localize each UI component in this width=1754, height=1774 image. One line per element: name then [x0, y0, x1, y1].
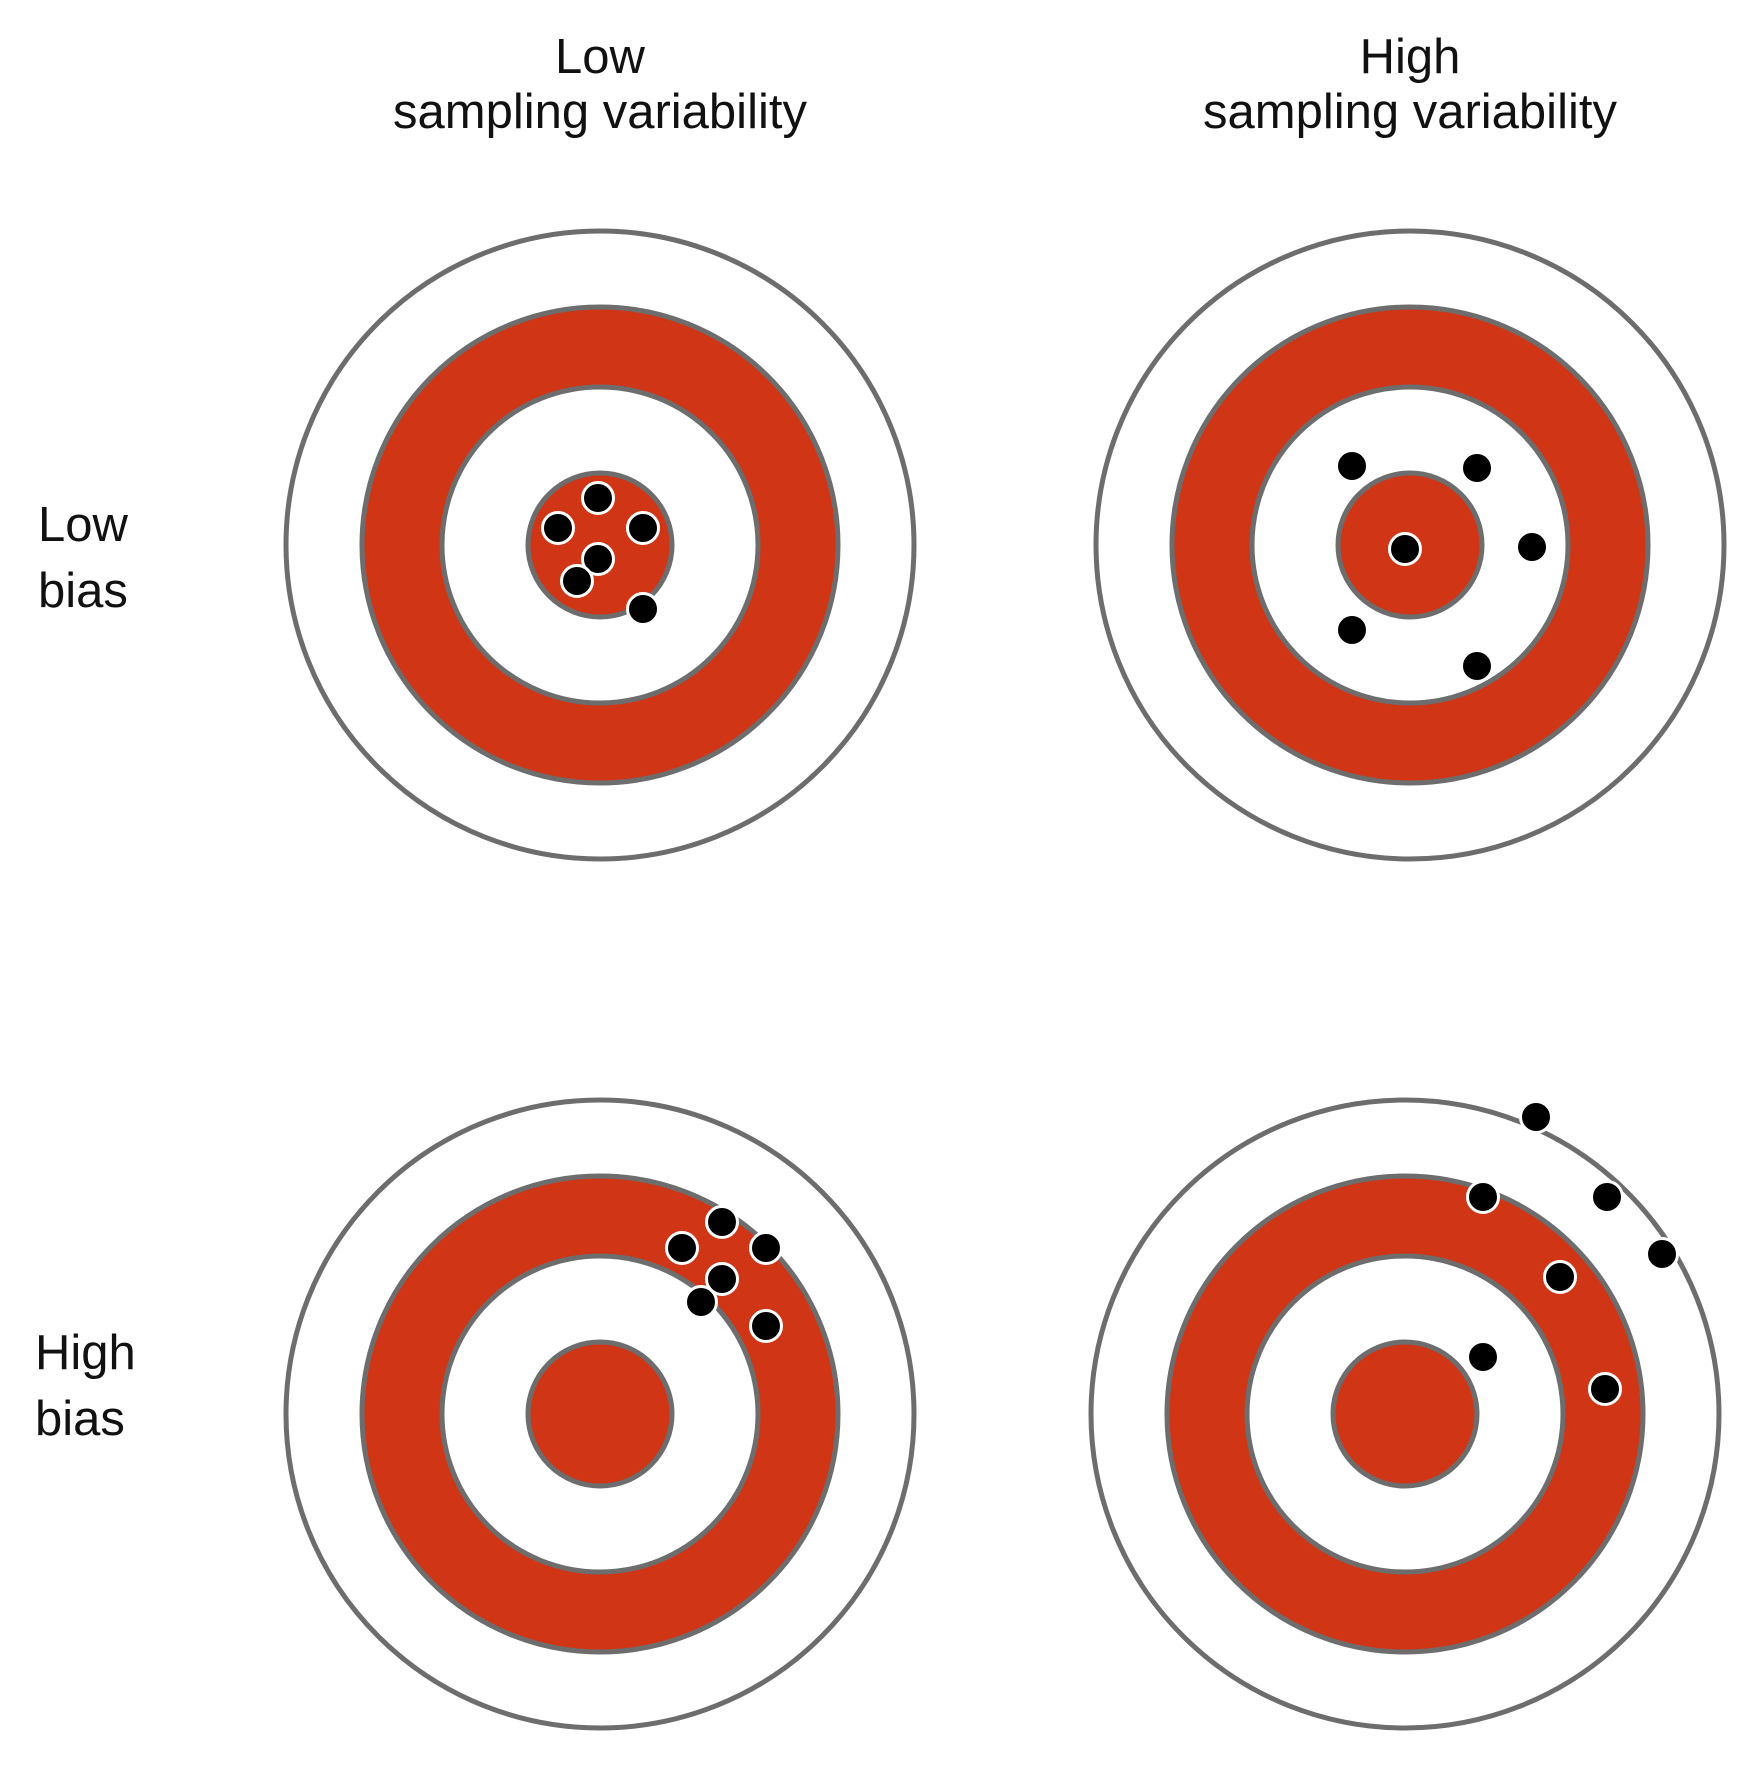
row-label-line1: Low — [38, 498, 129, 552]
sample-dot — [705, 1262, 739, 1296]
sample-dot — [1588, 1372, 1622, 1406]
column-header-low-variability: Low sampling variability — [393, 30, 807, 139]
sample-dot — [1515, 530, 1549, 564]
sample-dot — [665, 1231, 699, 1265]
sample-dot — [749, 1309, 783, 1343]
column-header-line1: Low — [555, 30, 646, 84]
sample-dot — [705, 1205, 739, 1239]
sample-dot — [1645, 1237, 1679, 1271]
sample-dot — [626, 592, 660, 626]
sample-dot — [1519, 1100, 1553, 1134]
target-low-bias-low-variability — [283, 228, 917, 862]
sample-dot — [581, 542, 615, 576]
column-header-line2: sampling variability — [1203, 85, 1617, 139]
sample-dot — [1466, 1180, 1500, 1214]
sample-dot — [581, 481, 615, 515]
row-label-high-bias: High bias — [35, 1326, 136, 1446]
sample-dot — [1543, 1260, 1577, 1294]
sample-dot — [1335, 449, 1369, 483]
sample-dot — [560, 564, 594, 598]
sample-dot — [1590, 1180, 1624, 1214]
sample-dot — [684, 1285, 718, 1319]
target-high-bias-low-variability — [283, 1097, 917, 1731]
row-label-line2: bias — [35, 1392, 125, 1446]
sample-dot — [749, 1231, 783, 1265]
sample-dot — [1388, 532, 1422, 566]
target-low-bias-high-variability — [1093, 228, 1727, 862]
column-header-line1: High — [1360, 30, 1461, 84]
row-label-line1: High — [35, 1326, 136, 1380]
sample-dot — [1460, 649, 1494, 683]
bullseye — [525, 1339, 675, 1489]
column-header-line2: sampling variability — [393, 85, 807, 139]
row-label-line2: bias — [38, 564, 128, 618]
sample-dot — [1466, 1340, 1500, 1374]
target-high-bias-high-variability — [1088, 1097, 1722, 1731]
sample-dot — [626, 511, 660, 545]
bullseye — [1330, 1339, 1480, 1489]
targets-root — [283, 228, 1727, 1731]
row-label-low-bias: Low bias — [38, 498, 129, 618]
sample-dot — [541, 511, 575, 545]
sample-dot — [1460, 451, 1494, 485]
column-header-high-variability: High sampling variability — [1203, 30, 1617, 139]
sample-dot — [1335, 613, 1369, 647]
